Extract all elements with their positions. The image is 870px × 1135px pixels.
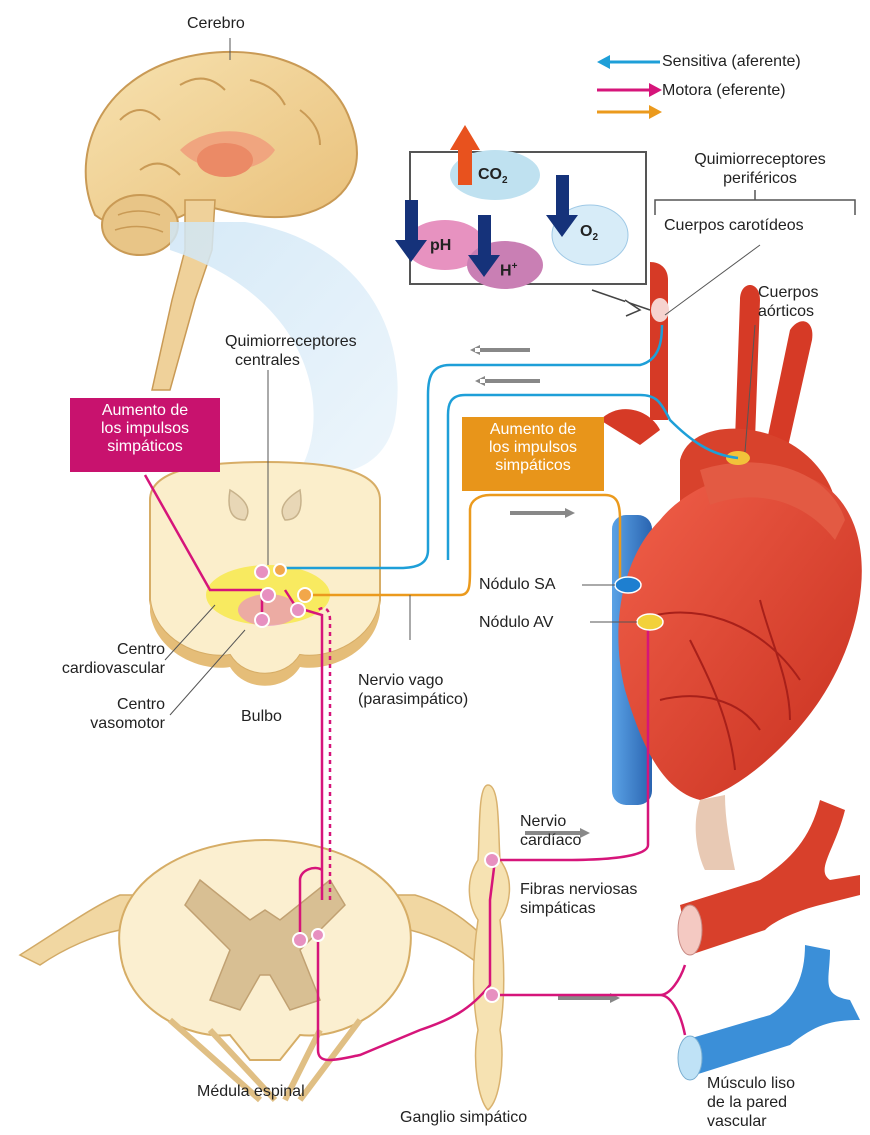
av-node-label: Nódulo AV — [479, 613, 553, 632]
legend-sensory-label: Sensitiva (aferente) — [662, 52, 801, 71]
legend — [597, 55, 662, 119]
carotid-bodies-label: Cuerpos carotídeos — [664, 216, 804, 235]
o2-label: O2 — [580, 222, 598, 247]
spinal-cord-section — [20, 840, 500, 1100]
sympathetic-ganglion-label: Ganglio simpático — [400, 1108, 527, 1127]
vagus-nerve-label: Nervio vago(parasimpático) — [358, 671, 468, 709]
sa-node — [615, 577, 641, 593]
co2-label: CO2 — [478, 165, 508, 190]
ph-label: pH — [430, 236, 451, 255]
heart-illustration — [600, 262, 862, 870]
legend-motor-label: Motora (eferente) — [662, 81, 786, 100]
av-node — [637, 614, 663, 630]
medulla-label: Bulbo — [241, 707, 282, 726]
chemistry-inset — [395, 125, 650, 316]
spinal-cord-label: Médula espinal — [197, 1082, 305, 1101]
h-ion-label: H+ — [500, 257, 517, 280]
brain-label: Cerebro — [187, 14, 245, 33]
sa-node-label: Nódulo SA — [479, 575, 556, 594]
